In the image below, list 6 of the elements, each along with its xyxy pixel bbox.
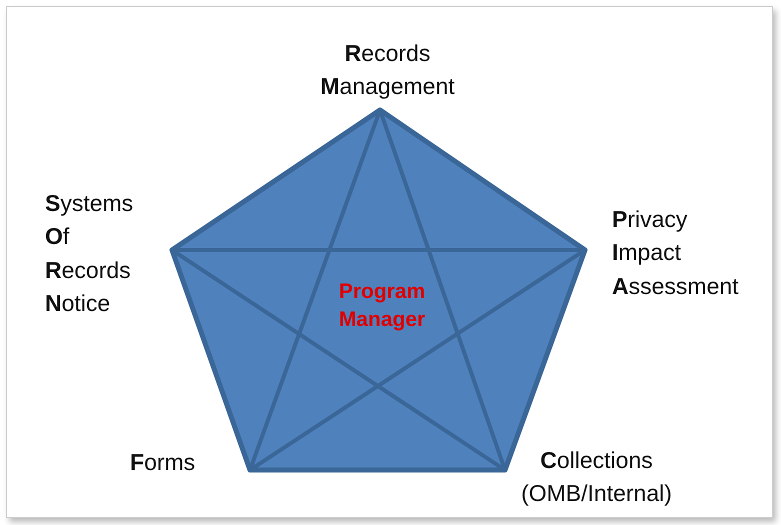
vertex-label: Privacy Impact Assessment <box>612 205 740 301</box>
vertex-label: Systems Of Records Notice <box>45 189 134 318</box>
vertex-label: Records Management <box>319 39 456 102</box>
center-label: Program Manager <box>338 279 426 334</box>
vertex-label: Collections (OMB/Internal) <box>520 446 673 508</box>
vertex-label: Forms <box>130 448 196 477</box>
